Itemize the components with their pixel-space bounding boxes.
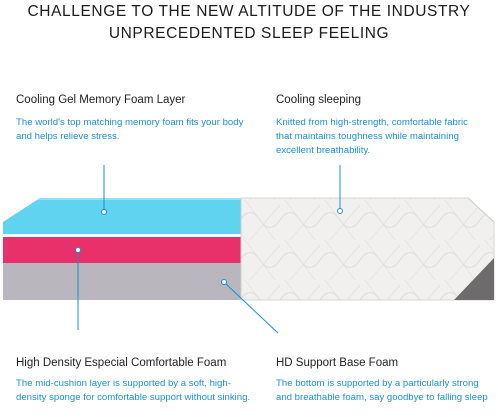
base-strip bbox=[454, 258, 494, 300]
hd-support-title: HD Support Base Foam bbox=[276, 357, 399, 369]
cooling-gel-title: Cooling Gel Memory Foam Layer bbox=[16, 94, 186, 106]
callout-dot-hd-support bbox=[221, 279, 227, 285]
cooling-sleeping-description: Knitted from high-strength, comfortable … bbox=[276, 117, 468, 156]
high-density-foam-layer bbox=[3, 236, 241, 263]
callout-dot-cooling-sleeping bbox=[337, 208, 343, 214]
callout-dot-high-density bbox=[75, 247, 81, 253]
headline-line-1: CHALLENGE TO THE NEW ALTITUDE OF THE IND… bbox=[27, 3, 471, 20]
high-density-description: The mid-cushion layer is supported by a … bbox=[16, 378, 251, 403]
cooling-gel-layer bbox=[3, 198, 241, 234]
callout-dot-cooling-gel bbox=[101, 209, 107, 215]
headline-line-2: UNPRECEDENTED SLEEP FEELING bbox=[108, 25, 390, 42]
hd-support-description: The bottom is supported by a particularl… bbox=[276, 378, 488, 403]
base-foam-layer bbox=[3, 262, 241, 300]
high-density-title: High Density Especial Comfortable Foam bbox=[16, 357, 227, 369]
cooling-sleeping-title: Cooling sleeping bbox=[276, 94, 362, 106]
cooling-gel-description: The world's top matching memory foam fit… bbox=[16, 117, 244, 142]
